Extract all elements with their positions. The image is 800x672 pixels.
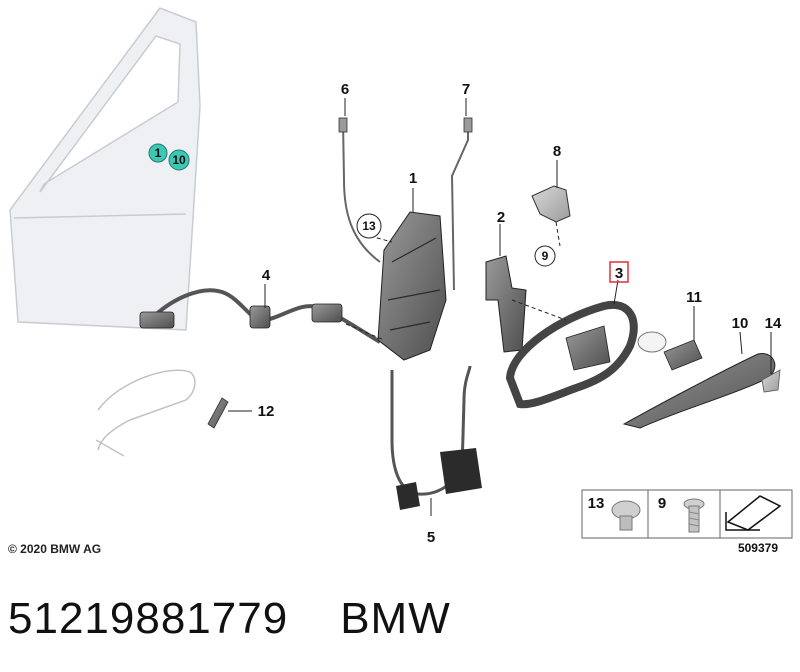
part-6-cable (338, 117, 381, 263)
label-part-13-circle: 13 (356, 213, 382, 239)
label-part-6: 6 (341, 81, 349, 98)
label-part-12: 12 (258, 403, 275, 420)
image-number: 509379 (738, 541, 778, 555)
svg-text:3: 3 (615, 265, 623, 282)
label-part-10: 10 (732, 315, 749, 332)
footer-caption: 51219881779 BMW (8, 584, 451, 654)
part-2-bracket (485, 255, 527, 353)
label-part-8: 8 (553, 143, 561, 160)
door-badge-10: 10 (168, 149, 190, 171)
part-12-gasket (207, 397, 229, 429)
part-12-handle-outline (95, 369, 196, 457)
part-5-bowden-cable (390, 365, 482, 510)
brand-name: BMW (340, 594, 451, 643)
legend-screw-13-label: 13 (588, 495, 605, 512)
part-8-holder (531, 185, 571, 223)
label-part-7: 7 (462, 81, 470, 98)
door-badge-1: 1 (148, 143, 168, 163)
legend-screw-9-label: 9 (658, 495, 666, 512)
label-part-2: 2 (497, 209, 505, 226)
exploded-parts-diagram: 1 10 (9, 7, 793, 555)
part-number: 51219881779 (8, 594, 289, 643)
svg-text:10: 10 (172, 153, 186, 167)
label-part-11: 11 (686, 289, 702, 306)
part-7-rod (450, 117, 473, 291)
part-1-door-lock (377, 211, 447, 361)
svg-text:9: 9 (542, 249, 549, 263)
label-part-3-highlight: 3 (609, 261, 629, 283)
label-part-5: 5 (427, 529, 435, 546)
label-part-14: 14 (765, 315, 782, 332)
part-11-cover (637, 331, 703, 371)
label-part-9-circle: 9 (534, 245, 556, 267)
part-3-handle-carrier (505, 300, 638, 409)
door-outline (9, 7, 201, 331)
screw-9-icon (683, 498, 705, 533)
label-part-1: 1 (409, 170, 417, 187)
screw-13-icon (611, 500, 641, 531)
copyright-notice: © 2020 BMW AG (8, 542, 102, 556)
svg-text:13: 13 (362, 219, 376, 233)
label-part-4: 4 (262, 267, 271, 284)
part-10-outer-handle (622, 353, 776, 429)
part-14-cap (761, 369, 781, 393)
screw-legend: 13 9 (581, 489, 793, 539)
part-4-wiring-harness (139, 288, 382, 344)
view-direction-arrow-icon (725, 495, 782, 531)
svg-text:1: 1 (155, 146, 162, 160)
